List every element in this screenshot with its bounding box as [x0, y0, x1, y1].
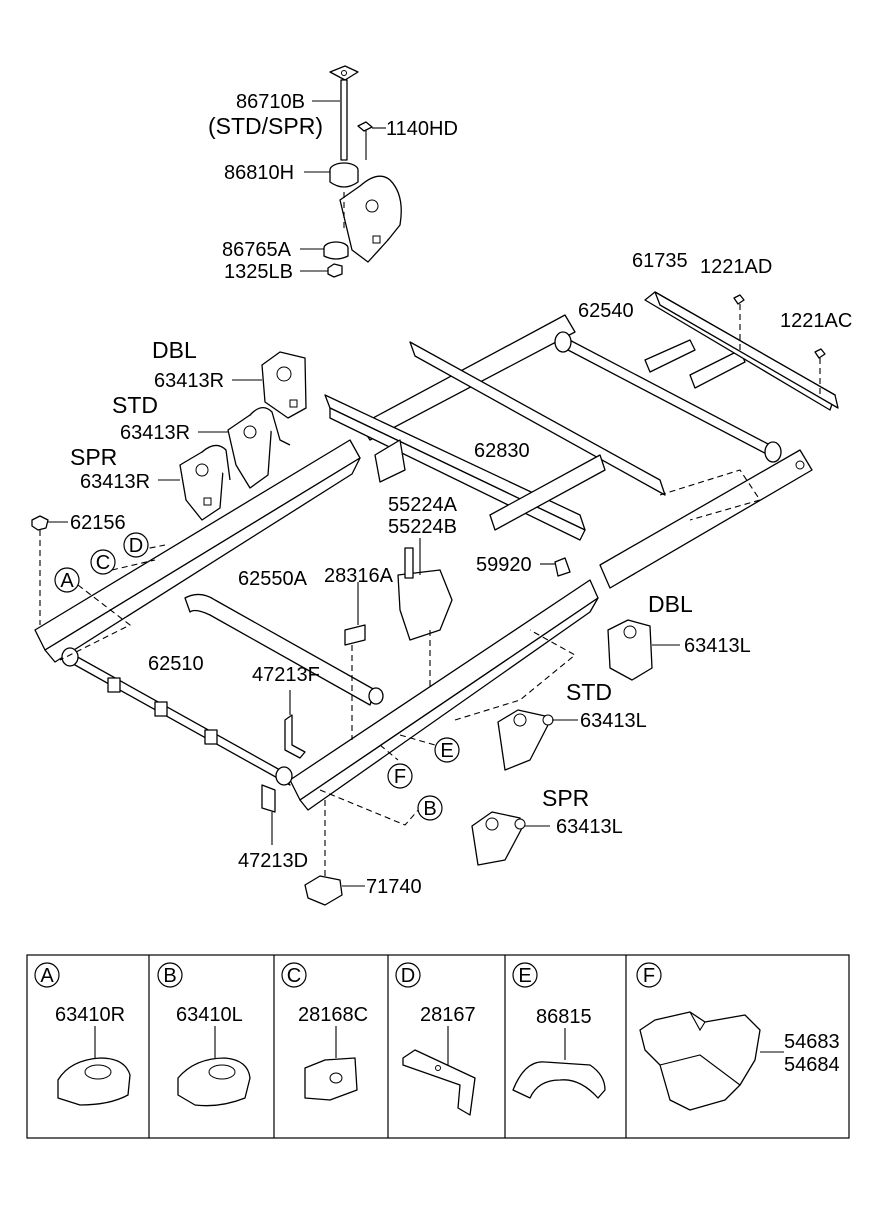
label-1140hd: 1140HD [386, 118, 458, 140]
detail-part-d: 28167 [420, 1004, 476, 1026]
label-spr-r: SPR [70, 444, 117, 470]
label-47213f: 47213F [252, 664, 320, 686]
label-62510: 62510 [148, 653, 204, 675]
label-dbl-r: DBL [152, 337, 197, 363]
label-spr-l: SPR [542, 785, 589, 811]
label-63413l-dbl: 63413L [684, 635, 751, 657]
label-86710b: 86710B [236, 91, 305, 113]
label-std-r: STD [112, 392, 158, 418]
label-86765a: 86765A [222, 239, 292, 261]
frame-assembly [34, 291, 839, 811]
detail-box-a: A 63410R [34, 962, 131, 1106]
detail-part-f: 54683 [784, 1031, 840, 1053]
label-62156: 62156 [70, 512, 126, 534]
detail-part-c: 28168C [298, 1004, 368, 1026]
detail-letter-e: E [518, 965, 531, 987]
small-parts [31, 515, 571, 906]
detail-table: A 63410R B 63410L C 28168C D [26, 954, 850, 1139]
detail-part-b: 63410L [176, 1004, 243, 1026]
label-dbl-l: DBL [648, 591, 693, 617]
label-1221ad: 1221AD [700, 256, 772, 278]
label-63413l-std: 63413L [580, 710, 647, 732]
detail-box-d: D 28167 [395, 962, 476, 1116]
label-71740: 71740 [366, 876, 422, 898]
label-62550a: 62550A [238, 568, 308, 590]
label-47213d: 47213D [238, 850, 308, 872]
label-59920: 59920 [476, 554, 532, 576]
detail-letter-b: B [163, 965, 176, 987]
bracket-63413r-group [158, 351, 307, 521]
label-63413r-dbl: 63413R [154, 370, 224, 392]
detail-part-e: 86815 [536, 1006, 592, 1028]
callout-circle-b: B [417, 795, 443, 821]
detail-letter-a: A [40, 965, 54, 987]
label-61735: 61735 [632, 250, 688, 272]
label-62830: 62830 [474, 440, 530, 462]
callout-circle-e: E [434, 737, 460, 763]
label-63413l-spr: 63413L [556, 816, 623, 838]
label-std-spr: (STD/SPR) [208, 113, 323, 139]
callout-circle-d: D [123, 532, 149, 558]
label-55224a: 55224A [388, 494, 458, 516]
detail-box-b: B 63410L [157, 962, 251, 1107]
callout-letter-e: E [440, 740, 453, 762]
detail-part-a: 63410R [55, 1004, 125, 1026]
label-63413r-std: 63413R [120, 422, 190, 444]
detail-box-c: C 28168C [281, 962, 368, 1101]
label-86810h: 86810H [224, 162, 294, 184]
label-62540: 62540 [578, 300, 634, 322]
label-28316a: 28316A [324, 565, 394, 587]
detail-box-e: E 86815 [512, 962, 606, 1099]
detail-letter-c: C [287, 965, 301, 987]
callout-leaders [59, 469, 761, 826]
callout-letter-f: F [394, 766, 406, 788]
label-1221ac: 1221AC [780, 310, 852, 332]
label-63413r-spr: 63413R [80, 471, 150, 493]
label-1325lb: 1325LB [224, 261, 293, 283]
label-std-l: STD [566, 679, 612, 705]
callout-letter-d: D [129, 535, 143, 557]
callout-letter-b: B [423, 798, 436, 820]
callout-circle-c: C [90, 549, 116, 575]
label-55224b: 55224B [388, 516, 457, 538]
detail-part-f2: 54684 [784, 1054, 840, 1076]
callout-letter-a: A [60, 570, 74, 592]
body-mount-assembly [300, 65, 402, 278]
bracket-63413l-group [471, 619, 680, 866]
callout-letter-c: C [96, 552, 110, 574]
detail-letter-d: D [401, 965, 415, 987]
detail-letter-f: F [643, 965, 655, 987]
part-labels: 86710B (STD/SPR) 1140HD 86810H 86765A 13… [70, 91, 852, 898]
detail-box-f: F 54683 54684 [636, 962, 840, 1111]
callout-circle-a: A [54, 567, 80, 593]
callout-circle-f: F [387, 763, 413, 789]
